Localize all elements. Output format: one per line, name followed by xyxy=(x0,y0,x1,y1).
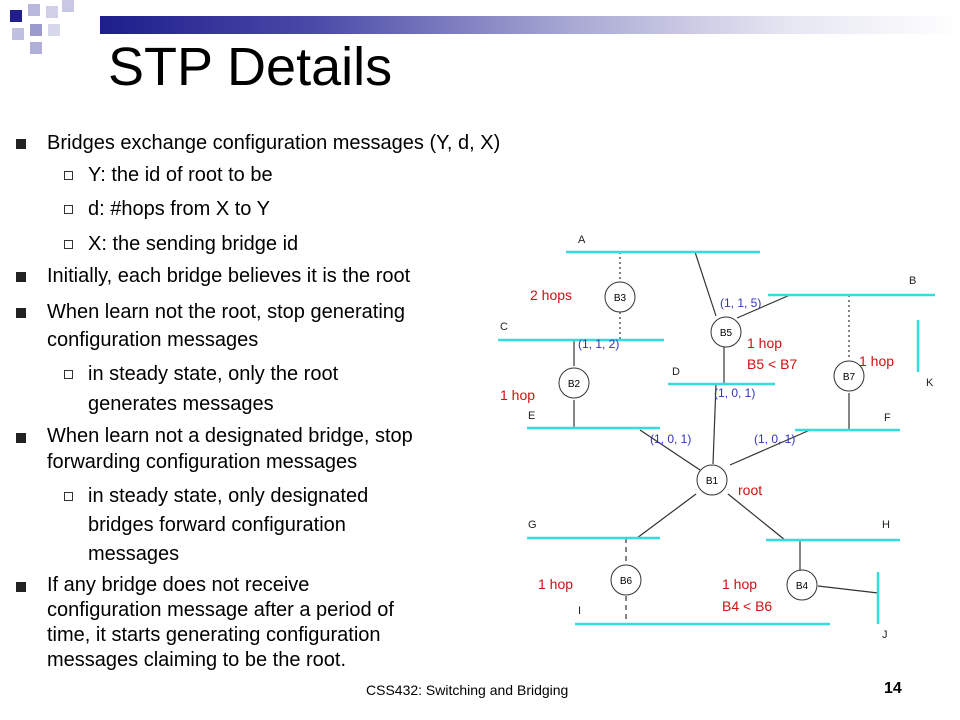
bullet-text: When learn not a designated bridge, stop xyxy=(47,425,413,447)
bridge-label: B7 xyxy=(843,372,856,383)
lan-label-d: D xyxy=(672,366,680,378)
bridge-label: B2 xyxy=(568,379,581,390)
bullet-marker xyxy=(16,139,26,149)
slide-footer: CSS432: Switching and Bridging xyxy=(366,682,569,698)
annotation-label: B5 < B7 xyxy=(747,356,797,372)
bullet-text: If any bridge does not receive xyxy=(47,574,310,596)
bullet-text: messages claiming to be the root. xyxy=(47,649,347,671)
bridge-b2: B2 xyxy=(558,367,590,399)
lan-segments xyxy=(498,250,935,626)
message-label: (1, 0, 1) xyxy=(650,432,691,446)
bridge-b1: B1 xyxy=(696,464,728,496)
sub-bullet-text: in steady state, only designated xyxy=(88,485,369,507)
bridge-label: B6 xyxy=(620,576,633,587)
annotation-label: 2 hops xyxy=(530,287,572,303)
lan-label-f: F xyxy=(884,412,891,424)
annotation-label: 1 hop xyxy=(747,335,782,351)
annotation-label: 1 hop xyxy=(538,576,573,592)
bridge-label: B4 xyxy=(796,581,809,592)
lan-label-b: B xyxy=(909,275,916,287)
bridge-label: B5 xyxy=(720,328,733,339)
lan-label-h: H xyxy=(882,519,890,531)
lan-labels: A B C D E F G H I J K xyxy=(500,234,934,641)
sub-bullet-text: in steady state, only the root xyxy=(88,363,339,385)
config-messages: (1, 1, 5) (1, 1, 2) (1, 0, 1) (1, 0, 1) … xyxy=(578,296,795,446)
bullet-text: When learn not the root, stop generating xyxy=(47,301,406,323)
lan-label-j: J xyxy=(882,629,888,641)
sub-bullet-text: Y: the id of root to be xyxy=(88,164,273,186)
page-number: 14 xyxy=(884,680,902,697)
bridge-b3: B3 xyxy=(604,281,636,313)
annotation-label: 1 hop xyxy=(500,387,535,403)
bullet-text: configuration messages xyxy=(47,329,259,351)
sub-bullet-marker xyxy=(64,370,73,379)
lan-label-a: A xyxy=(578,234,586,246)
bullet-text: Initially, each bridge believes it is th… xyxy=(47,265,411,287)
sub-bullet-text: X: the sending bridge id xyxy=(88,233,299,255)
annotation-label: 1 hop xyxy=(722,576,757,592)
bullet-text: time, it starts generating configuration xyxy=(47,624,381,646)
message-label: (1, 1, 5) xyxy=(720,296,761,310)
bullet-marker xyxy=(16,433,26,443)
annotation-label: B4 < B6 xyxy=(722,598,772,614)
bullet-marker xyxy=(16,582,26,592)
bridge-label: B3 xyxy=(614,293,627,304)
bridge-label: B1 xyxy=(706,476,719,487)
bullet-text: configuration message after a period of xyxy=(47,599,394,621)
bullet-marker xyxy=(16,308,26,318)
sub-bullet-marker xyxy=(64,492,73,501)
message-label: (1, 1, 2) xyxy=(578,337,619,351)
title-bar-gradient xyxy=(100,16,960,34)
bridge-links xyxy=(573,251,879,624)
slide-title: STP Details xyxy=(108,37,393,97)
sub-bullet-text: generates messages xyxy=(88,393,274,415)
bullet-marker xyxy=(16,272,26,282)
lan-label-i: I xyxy=(578,605,581,617)
hop-annotations: 2 hops 1 hop B5 < B7 1 hop 1 hop root 1 … xyxy=(500,287,894,614)
bridge-b6: B6 xyxy=(610,564,642,596)
bridge-b4: B4 xyxy=(786,569,818,601)
message-label: (1, 0, 1) xyxy=(714,386,755,400)
bullet-text: Bridges exchange configuration messages … xyxy=(47,132,501,154)
sub-bullet-marker xyxy=(64,205,73,214)
bridges: B3 B2 B5 B7 B1 B6 B4 xyxy=(558,281,865,601)
lan-label-k: K xyxy=(926,377,934,389)
lan-label-c: C xyxy=(500,321,508,333)
sub-bullet-text: messages xyxy=(88,543,180,565)
lan-label-g: G xyxy=(528,519,537,531)
bridge-b7: B7 xyxy=(833,360,865,392)
bridge-b5: B5 xyxy=(710,316,742,348)
bullet-text: forwarding configuration messages xyxy=(47,451,358,473)
sub-bullet-text: bridges forward configuration xyxy=(88,514,346,536)
message-label: (1, 0, 1) xyxy=(754,432,795,446)
annotation-label: 1 hop xyxy=(859,353,894,369)
sub-bullet-marker xyxy=(64,240,73,249)
sub-bullet-text: d: #hops from X to Y xyxy=(88,198,270,220)
annotation-label: root xyxy=(738,482,762,498)
lan-label-e: E xyxy=(528,410,535,422)
sub-bullet-marker xyxy=(64,171,73,180)
